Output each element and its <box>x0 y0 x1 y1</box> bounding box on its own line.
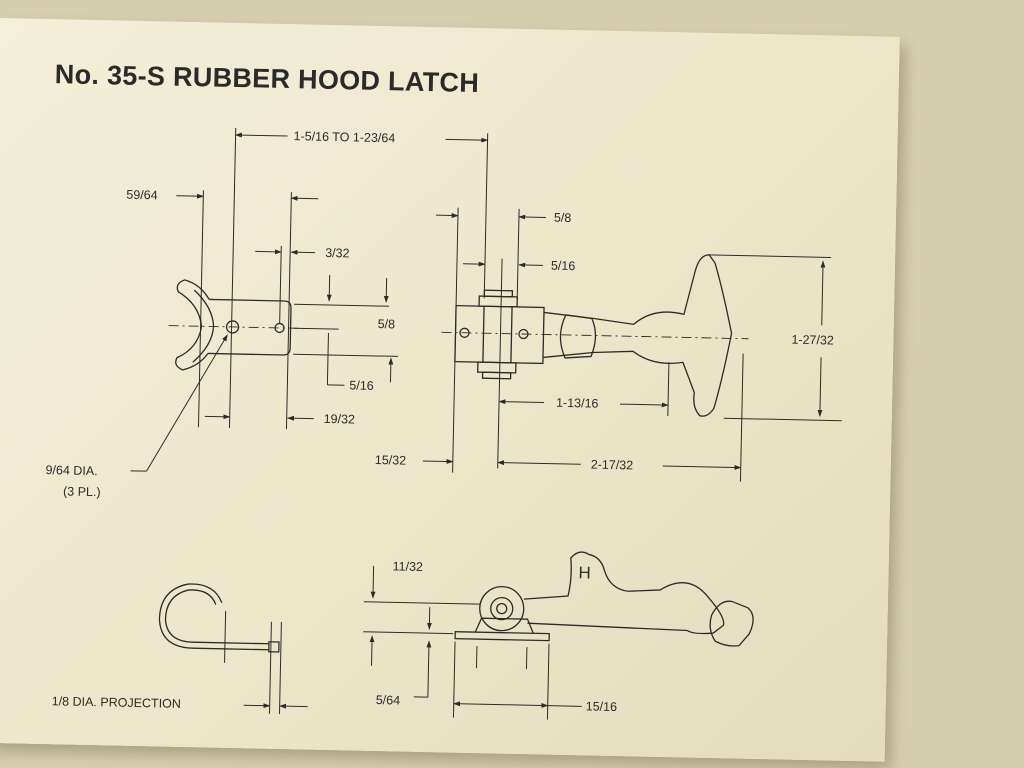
dim-1-13-16: 1-13/16 <box>556 396 599 411</box>
dim-5-16-left: 5/16 <box>349 378 374 393</box>
dim-5-8-left: 5/8 <box>378 317 396 331</box>
dim-15-32: 15/32 <box>375 453 407 468</box>
base-bracket-view: 1-5/16 TO 1-23/64 59/64 3/32 5/8 <box>45 127 489 499</box>
drawing-sheet: No. 35-S RUBBER HOOD LATCH 1-5/16 TO 1-2… <box>0 18 900 762</box>
dim-59-64: 59/64 <box>126 188 158 203</box>
dim-5-8-top: 5/8 <box>554 211 572 225</box>
dim-15-16: 15/16 <box>586 699 618 714</box>
dim-5-16-top: 5/16 <box>551 259 576 274</box>
latch-plan-view: 5/8 5/16 <box>375 133 842 482</box>
dim-projection: 1/8 DIA. PROJECTION <box>52 694 181 711</box>
handle-letter: H <box>578 563 591 582</box>
technical-drawing: 1-5/16 TO 1-23/64 59/64 3/32 5/8 <box>45 127 842 720</box>
dim-1-27-32: 1-27/32 <box>791 333 834 348</box>
latch-side-view: H 11/32 5/64 1 <box>363 551 754 720</box>
dim-11-32: 11/32 <box>392 559 423 574</box>
dim-19-32: 19/32 <box>324 412 356 427</box>
bracket-side-view: 1/8 DIA. PROJECTION <box>52 583 308 715</box>
dim-overall-length: 1-5/16 TO 1-23/64 <box>293 129 395 145</box>
dim-hole-dia: 9/64 DIA. <box>45 463 97 478</box>
dim-hole-count: (3 PL.) <box>63 484 101 499</box>
dim-3-32: 3/32 <box>325 246 350 261</box>
dim-2-17-32: 2-17/32 <box>591 457 634 472</box>
dim-5-64: 5/64 <box>376 693 401 708</box>
